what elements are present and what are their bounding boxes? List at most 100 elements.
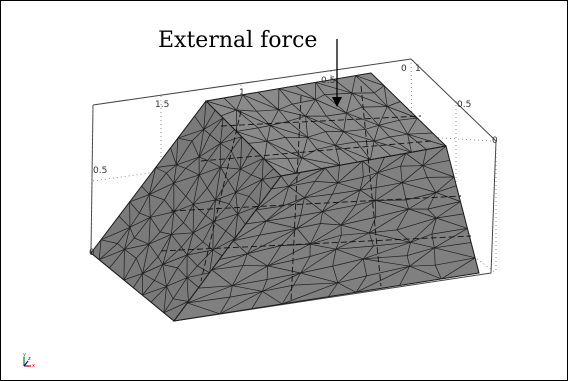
mesh-edge [369, 208, 409, 234]
mesh-edge [387, 101, 401, 107]
mesh-edge [370, 72, 385, 86]
mesh-edge [187, 296, 230, 304]
mesh-edge [362, 258, 367, 276]
mesh-edges [90, 72, 480, 322]
mesh-edge [355, 75, 375, 94]
mesh-edge [304, 193, 333, 199]
mesh-edge [163, 301, 189, 314]
mesh-edge [340, 224, 370, 234]
mesh-edge [474, 257, 480, 274]
mesh-edge [150, 301, 165, 314]
mesh-edge [149, 182, 174, 195]
mesh-edge [355, 75, 385, 87]
mesh-edge [374, 85, 385, 94]
mesh-edge [341, 232, 370, 236]
mesh-edge [173, 174, 200, 184]
mesh-edge [406, 255, 411, 267]
axis-triad-icon: x y z [23, 352, 35, 369]
mesh-edge [163, 286, 167, 313]
mesh-edge [118, 215, 131, 228]
mesh-edge [237, 205, 260, 215]
mesh-edge [271, 185, 289, 190]
mesh-edge [187, 249, 213, 256]
mesh-edge [100, 215, 120, 241]
mesh-edge [355, 200, 376, 206]
mesh-edge [328, 291, 357, 298]
mesh-edge [123, 258, 137, 281]
mesh-edge [166, 172, 175, 184]
mesh-edge [267, 243, 311, 267]
mesh-edge [359, 177, 364, 191]
mesh-edge [401, 165, 423, 183]
mesh-edge [262, 291, 283, 305]
mesh-edge [362, 160, 378, 173]
mesh-edge [245, 209, 257, 225]
mesh-edge [124, 237, 135, 250]
mesh-edge [335, 131, 344, 146]
mesh-edge [334, 145, 341, 166]
mesh-edge [304, 197, 323, 212]
mesh-edge [100, 226, 131, 241]
mesh-edge [310, 224, 342, 245]
mesh-edge [213, 221, 226, 232]
box-edge-top-back [92, 58, 412, 106]
mesh-edge [300, 211, 323, 216]
mesh-edge [266, 125, 271, 142]
mesh-edge [177, 267, 188, 278]
mesh-edge [315, 99, 327, 117]
mesh-edge [266, 141, 288, 159]
mesh-edge [396, 229, 411, 243]
mesh-edge [192, 232, 204, 243]
mesh-edge [242, 91, 258, 96]
mesh-edge [223, 94, 243, 99]
mesh-edge [402, 182, 437, 193]
tick-1: 1 [239, 88, 245, 98]
mesh-edge [405, 199, 409, 210]
mesh-edge [337, 165, 340, 183]
mesh-edge [377, 153, 407, 173]
mesh-edge [181, 232, 194, 248]
mesh-edge [213, 199, 216, 222]
mesh-edge [262, 279, 268, 292]
mesh-edge [326, 112, 347, 117]
mesh-edge [396, 208, 409, 231]
mesh-edge [205, 100, 237, 111]
mesh-edge [198, 134, 211, 158]
mesh-edge [205, 215, 214, 222]
mesh-edge [129, 194, 150, 203]
mesh-edge [240, 136, 243, 170]
mesh-edge [154, 280, 167, 287]
mesh-edge [436, 213, 464, 219]
mesh-edge [229, 290, 263, 298]
mesh-edge [258, 125, 271, 129]
mesh-edge [417, 117, 433, 134]
mesh-edge [109, 249, 125, 269]
mesh-edge [427, 208, 437, 219]
mesh-edge [212, 249, 223, 257]
mesh-edge [245, 220, 267, 225]
mesh-edge [320, 223, 342, 226]
mesh-edge [185, 174, 200, 197]
mesh-edge [198, 174, 208, 189]
mesh-edge [248, 141, 268, 144]
mesh-edge [150, 211, 174, 218]
mesh-edge [211, 253, 248, 271]
mesh-edge [377, 157, 385, 173]
mesh-edge [339, 160, 363, 166]
mesh-edge [219, 308, 252, 315]
mesh-edge [305, 99, 316, 117]
mesh-edge [211, 269, 233, 286]
triad-z-axis [23, 360, 29, 367]
mesh-edge [164, 199, 175, 213]
mesh-edge [373, 241, 411, 247]
mesh-edge [259, 220, 267, 236]
mesh-edge [369, 229, 397, 234]
mesh-edge [322, 189, 361, 212]
mesh-edge [211, 259, 220, 271]
mesh-edge [166, 164, 177, 174]
mesh-edge [129, 185, 142, 203]
mesh-edge [351, 92, 388, 107]
mesh-edge [401, 182, 407, 201]
mesh-edge [227, 180, 236, 193]
mesh-edge [98, 239, 102, 260]
